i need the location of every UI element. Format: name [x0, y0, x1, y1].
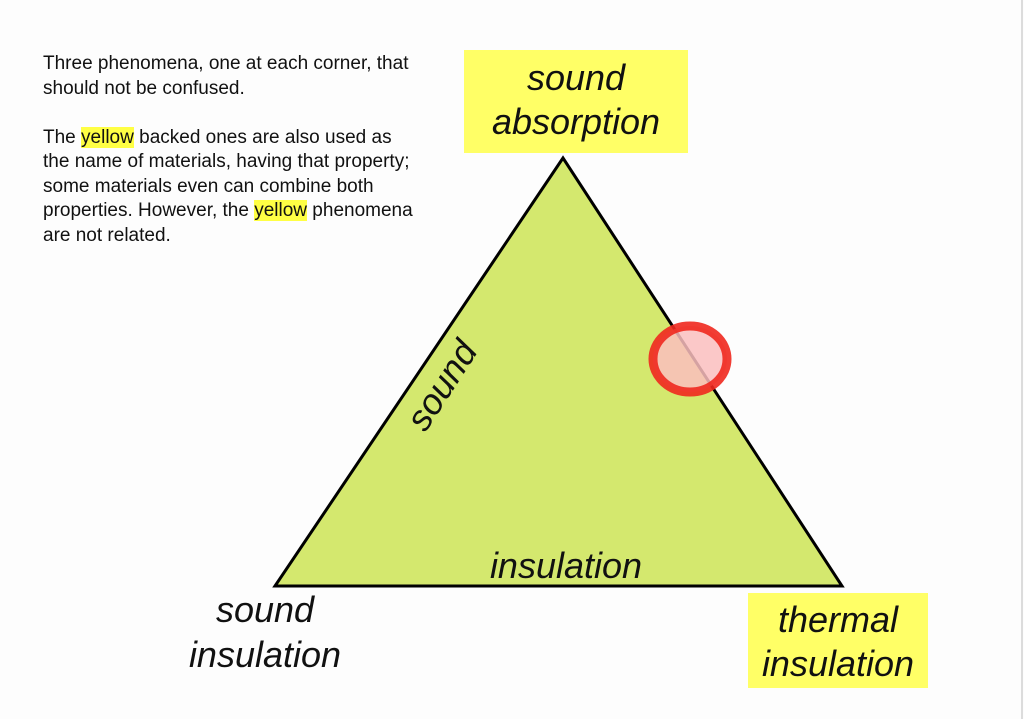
top-label-line1: sound: [527, 57, 626, 98]
text-run: The: [43, 126, 82, 148]
yellow-highlight: yellow: [254, 200, 308, 221]
intro-paragraph-1: Three phenomena, one at each corner, tha…: [43, 53, 409, 99]
bottom-right-label-line2: insulation: [762, 643, 914, 684]
bottom-edge-label: insulation: [490, 545, 642, 586]
intro-text: Three phenomena, one at each corner, tha…: [43, 52, 423, 273]
intro-paragraph-2: The yellow backed ones are also used as …: [43, 126, 423, 249]
bottom-right-label-line1: thermal: [778, 599, 899, 640]
text-run: phenomena are not related.: [43, 200, 413, 246]
bottom-right-label-box: [748, 593, 928, 688]
top-label-line2: absorption: [492, 101, 660, 142]
bottom-left-label-line1: sound: [216, 589, 315, 630]
highlight-circle-marker: [648, 321, 732, 397]
text-run: backed ones are also used as the name of…: [43, 126, 410, 222]
bottom-left-label-line2: insulation: [189, 634, 341, 675]
triangle: [272, 155, 845, 588]
top-label-box: [464, 50, 688, 153]
yellow-highlight: yellow: [81, 126, 134, 148]
